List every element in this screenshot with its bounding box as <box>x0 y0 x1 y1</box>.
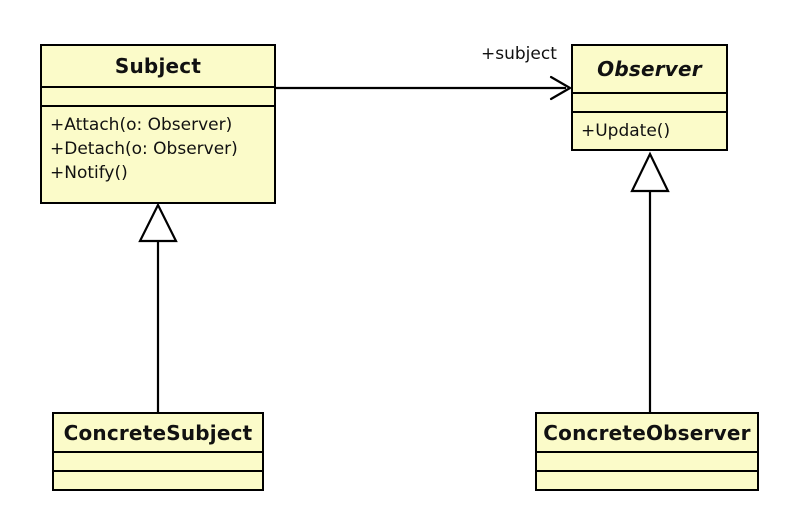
operation-item: +Detach(o: Observer) <box>50 139 238 159</box>
class-attributes-concrete-observer <box>537 453 757 472</box>
generalization-concrete-observer <box>630 151 670 412</box>
class-name-concrete-observer: ConcreteObserver <box>537 414 757 453</box>
class-attributes-concrete-subject <box>54 453 262 472</box>
class-box-concrete-subject[interactable]: ConcreteSubject <box>52 412 264 491</box>
class-attributes-observer <box>573 94 726 113</box>
operation-item: +Notify() <box>50 163 128 183</box>
association-subject-observer <box>276 75 572 101</box>
class-attributes-subject <box>42 88 274 107</box>
class-name-subject: Subject <box>42 46 274 88</box>
generalization-concrete-subject <box>138 202 178 412</box>
operation-item: +Attach(o: Observer) <box>50 115 233 135</box>
class-operations-concrete-observer <box>537 472 757 491</box>
class-name-concrete-subject: ConcreteSubject <box>54 414 262 453</box>
class-box-concrete-observer[interactable]: ConcreteObserver <box>535 412 759 491</box>
class-box-subject[interactable]: Subject +Attach(o: Observer) +Detach(o: … <box>40 44 276 204</box>
class-operations-concrete-subject <box>54 472 262 491</box>
class-operations-observer: +Update() <box>573 113 726 147</box>
association-label-subject: +subject <box>481 44 557 64</box>
class-name-observer: Observer <box>573 46 726 94</box>
class-operations-subject: +Attach(o: Observer) +Detach(o: Observer… <box>42 107 274 189</box>
class-box-observer[interactable]: Observer +Update() <box>571 44 728 151</box>
operation-item: +Update() <box>581 121 671 141</box>
